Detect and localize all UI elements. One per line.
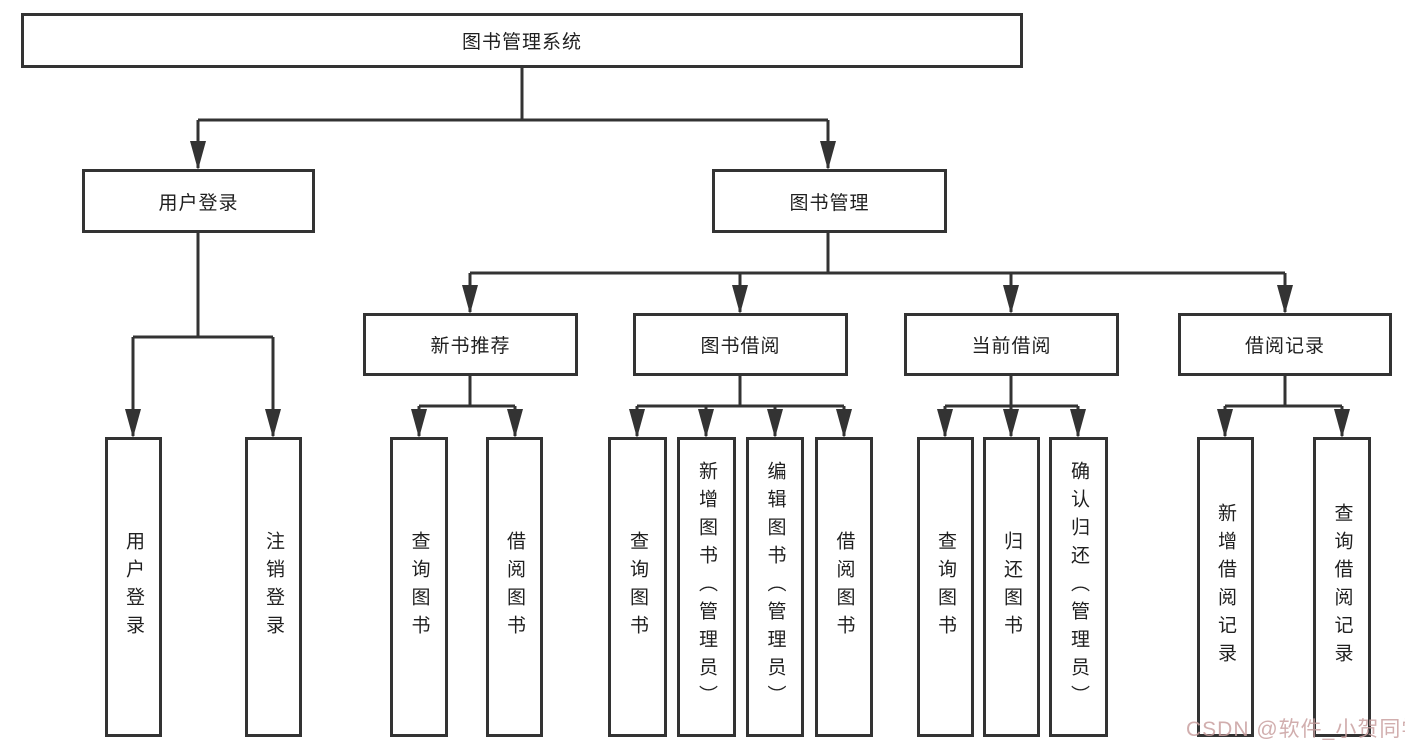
node-bb-borrow-books: 借阅图书 [815,437,873,737]
node-cb-query-books-label: 查询图书 [935,531,956,643]
node-br-add-record-label: 新增借阅记录 [1215,503,1236,671]
node-leaf-user-login: 用户登录 [105,437,162,737]
node-rec-borrow-books-label: 借阅图书 [504,531,525,643]
node-current-borrowing-label: 当前借阅 [971,336,1052,357]
node-bb-add-books-admin: 新增图书（管理员） [677,437,736,737]
node-rec-query-books-label: 查询图书 [408,531,430,643]
node-bb-query-books-label: 查询图书 [627,531,648,643]
node-new-book-recommendation: 新书推荐 [363,313,578,376]
node-cb-return-books-label: 归还图书 [1001,531,1022,643]
node-bb-query-books: 查询图书 [608,437,667,737]
node-bb-borrow-books-label: 借阅图书 [833,531,855,643]
node-book-management: 图书管理 [712,169,947,233]
node-book-management-label: 图书管理 [789,192,870,214]
node-leaf-user-login-label: 用户登录 [123,531,144,643]
node-cb-confirm-return-admin-label: 确认归还（管理员） [1068,461,1089,713]
node-bb-edit-books-admin-label: 编辑图书（管理员） [764,461,786,713]
node-new-book-recommendation-label: 新书推荐 [430,336,511,357]
node-user-login-label: 用户登录 [158,192,239,214]
node-book-borrowing: 图书借阅 [633,313,848,376]
node-borrowing-records: 借阅记录 [1178,313,1392,376]
node-cb-confirm-return-admin: 确认归还（管理员） [1049,437,1108,737]
node-borrowing-records-label: 借阅记录 [1244,336,1325,357]
node-cb-query-books: 查询图书 [917,437,974,737]
node-leaf-logout-label: 注销登录 [263,531,284,643]
node-user-login: 用户登录 [82,169,315,233]
node-cb-return-books: 归还图书 [983,437,1040,737]
node-bb-add-books-admin-label: 新增图书（管理员） [696,461,717,713]
node-current-borrowing: 当前借阅 [904,313,1119,376]
node-br-query-record: 查询借阅记录 [1313,437,1371,737]
node-root: 图书管理系统 [21,13,1023,68]
node-root-label: 图书管理系统 [461,32,582,53]
node-rec-borrow-books: 借阅图书 [486,437,543,737]
node-leaf-logout: 注销登录 [245,437,302,737]
node-br-add-record: 新增借阅记录 [1197,437,1254,737]
node-br-query-record-label: 查询借阅记录 [1331,503,1353,671]
node-book-borrowing-label: 图书借阅 [700,336,781,357]
node-rec-query-books: 查询图书 [390,437,448,737]
node-bb-edit-books-admin: 编辑图书（管理员） [746,437,804,737]
